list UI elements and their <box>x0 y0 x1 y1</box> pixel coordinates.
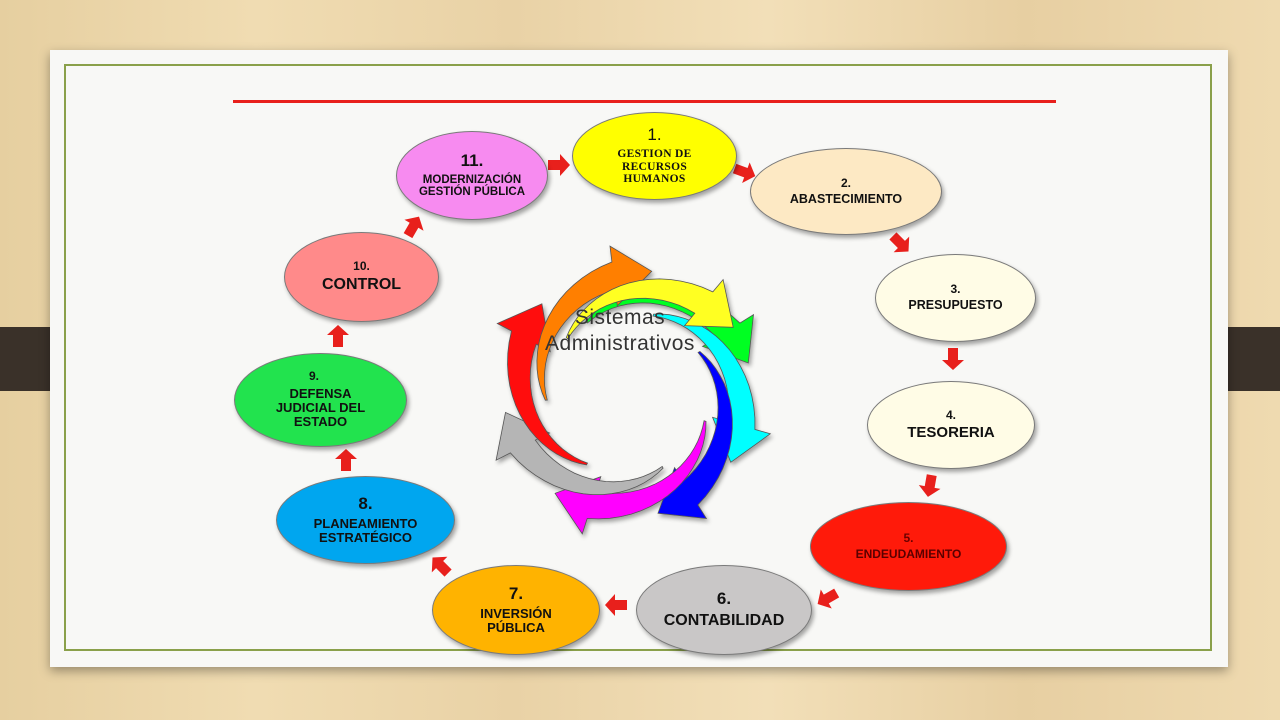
node-label: DEFENSA JUDICIAL DEL ESTADO <box>275 385 366 430</box>
node-8-planeamiento-estrategico: 8. PLANEAMIENTO ESTRATÉGICO <box>276 476 455 564</box>
node-label: GESTION DE RECURSOS HUMANOS <box>617 147 692 186</box>
node-label: CONTROL <box>321 276 402 294</box>
swirl-arrows <box>495 245 772 535</box>
node-label: ENDEUDAMIENTO <box>855 547 962 561</box>
swirl-arrow-yellow <box>565 278 734 340</box>
connector-arrow-8 <box>431 556 452 577</box>
node-11-modernizacion-gestion-publica: 11. MODERNIZACIÓN GESTIÓN PÚBLICA <box>396 131 548 220</box>
center-title: Sistemas Administrativos <box>520 305 720 358</box>
node-label: CONTABILIDAD <box>663 612 785 630</box>
center-title-line-1: Sistemas <box>574 306 666 329</box>
connector-arrow-9 <box>335 449 357 471</box>
center-title-line-2: Administrativos <box>545 332 695 356</box>
node-number: 1. <box>647 125 662 145</box>
node-number: 7. <box>508 583 524 603</box>
cycle-connectors <box>327 154 964 616</box>
node-label: TESORERIA <box>907 423 995 441</box>
connector-arrow-6 <box>817 588 840 609</box>
connector-arrow-2 <box>732 162 756 184</box>
connector-arrow-4 <box>942 348 964 370</box>
node-label: INVERSIÓN PÚBLICA <box>480 605 552 635</box>
node-number: 5. <box>903 530 914 545</box>
node-number: 6. <box>716 589 732 609</box>
swirl-arrow-gray <box>495 411 664 495</box>
node-2-abastecimiento: 2. ABASTECIMIENTO <box>750 148 942 235</box>
node-9-defensa-judicial: 9. DEFENSA JUDICIAL DEL ESTADO <box>234 353 407 447</box>
node-3-presupuesto: 3. PRESUPUESTO <box>875 254 1036 342</box>
connector-arrow-5 <box>918 474 941 497</box>
node-number: 11. <box>460 151 484 171</box>
node-number: 9. <box>309 369 320 384</box>
connector-arrow-7 <box>605 594 627 616</box>
node-number: 2. <box>840 175 851 190</box>
swirl-arrow-magenta <box>554 420 707 535</box>
node-label: ABASTECIMIENTO <box>789 191 903 206</box>
title-rule <box>233 100 1056 103</box>
slide-frame <box>64 64 1212 651</box>
node-number: 3. <box>950 282 961 297</box>
node-number: 10. <box>353 259 370 274</box>
node-label: PLANEAMIENTO ESTRATÉGICO <box>313 515 418 545</box>
node-number: 8. <box>358 493 373 513</box>
node-number: 4. <box>945 407 956 422</box>
node-4-tesoreria: 4. TESORERIA <box>867 381 1035 469</box>
connector-arrow-1 <box>548 154 570 176</box>
node-label: MODERNIZACIÓN GESTIÓN PÚBLICA <box>418 173 526 199</box>
connector-arrow-3 <box>889 232 910 253</box>
connector-arrow-10 <box>327 325 349 347</box>
connector-arrow-11 <box>403 216 424 239</box>
node-7-inversion-publica: 7. INVERSIÓN PÚBLICA <box>432 565 600 655</box>
node-1-gestion-recursos-humanos: 1. GESTION DE RECURSOS HUMANOS <box>572 112 737 200</box>
node-label: PRESUPUESTO <box>908 298 1003 313</box>
node-6-contabilidad: 6. CONTABILIDAD <box>636 565 812 655</box>
swirl-arrow-red <box>496 303 589 466</box>
node-5-endeudamiento: 5. ENDEUDAMIENTO <box>810 502 1007 591</box>
node-10-control: 10. CONTROL <box>284 232 439 322</box>
